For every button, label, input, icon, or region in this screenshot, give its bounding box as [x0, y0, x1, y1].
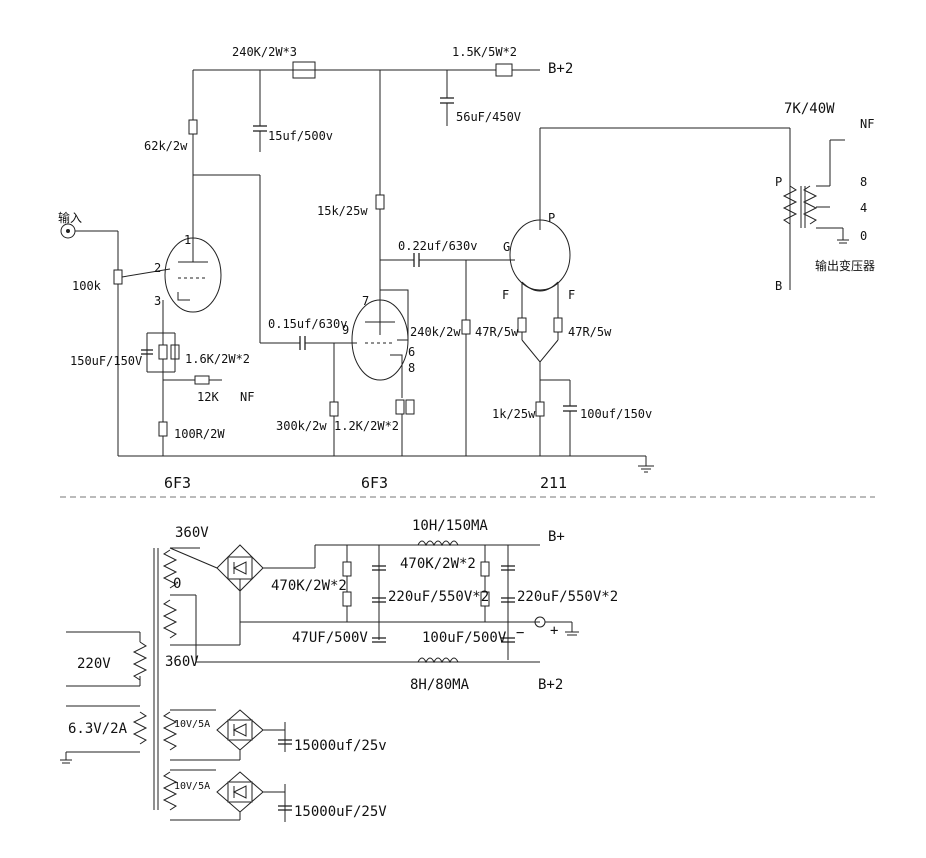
tube-label-2: 6F3 [361, 474, 388, 492]
label-240k-2w-3: 240K/2W*3 [232, 45, 297, 59]
label-10v-5a-2: 10V/5A [174, 781, 210, 792]
label-47r-left: 47R/5w [475, 325, 519, 339]
label-6-3v: 6.3V/2A [68, 721, 128, 737]
label-0v: 0 [173, 576, 181, 592]
label-15000uf-1: 15000uf/25v [294, 738, 387, 754]
label-bplus2: B+2 [538, 677, 563, 693]
label-pin-9: 9 [342, 323, 349, 337]
label-15000uf-2: 15000uF/25V [294, 804, 387, 820]
label-100uf-500v: 100uF/500V [422, 630, 507, 646]
label-100k: 100k [72, 279, 102, 293]
label-output-transformer: 输出变压器 [815, 258, 875, 273]
label-211-p: P [548, 211, 555, 225]
label-choke-8h: 8H/80MA [410, 677, 470, 693]
label-pin-7: 7 [362, 294, 369, 308]
label-56uf: 56uF/450V [456, 110, 521, 124]
label-150uf: 150uF/150V [70, 354, 142, 368]
label-470k-top: 470K/2W*2 [400, 556, 476, 572]
label-nf-right: NF [860, 117, 874, 131]
label-ot-b: B [775, 279, 782, 293]
label-100r: 100R/2W [174, 427, 225, 441]
label-1k2: 1.2K/2W*2 [334, 419, 399, 433]
label-f-right: F [568, 288, 575, 302]
label-nf-left: NF [240, 390, 254, 404]
label-0-15uf: 0.15uf/630v [268, 317, 347, 331]
label-bplus2-top: B+2 [548, 61, 573, 77]
label-220uf-left: 220uF/550V*2 [388, 589, 489, 605]
amplifier-labels: 240K/2W*3 1.5K/5W*2 B+2 56uF/450V 15uf/5… [58, 45, 875, 492]
label-240k-2w: 240k/2w [410, 325, 461, 339]
label-1k5-5w-2: 1.5K/5W*2 [452, 45, 517, 59]
power-supply-circuit [60, 540, 579, 822]
label-1k6: 1.6K/2W*2 [185, 352, 250, 366]
label-minus: − [516, 625, 524, 641]
label-211-g: G [503, 240, 510, 254]
label-pin-6: 6 [408, 345, 415, 359]
label-bplus: B+ [548, 529, 565, 545]
label-10v-5a-1: 10V/5A [174, 719, 210, 730]
amplifier-circuit [60, 61, 849, 473]
label-pin-1: 1 [184, 233, 191, 247]
label-15uf: 15uf/500v [268, 129, 333, 143]
label-pin-8: 8 [408, 361, 415, 375]
label-input: 输入 [58, 210, 82, 225]
label-220v: 220V [77, 656, 111, 672]
label-470k-left: 470K/2W*2 [271, 578, 347, 594]
label-12k: 12K [197, 390, 219, 404]
label-100uf-150v: 100uf/150v [580, 407, 652, 421]
label-300k: 300k/2w [276, 419, 327, 433]
label-47uf: 47UF/500V [292, 630, 368, 646]
label-15k: 15k/25w [317, 204, 368, 218]
label-62k: 62k/2w [144, 139, 188, 153]
label-plus: + [550, 623, 558, 639]
tube-label-1: 6F3 [164, 474, 191, 492]
label-tap-0: 0 [860, 229, 867, 243]
label-220uf-right: 220uF/550V*2 [517, 589, 618, 605]
label-pin-3: 3 [154, 294, 161, 308]
power-supply-labels: 360V 0 360V 10H/150MA B+ 470K/2W*2 470K/… [68, 518, 618, 820]
label-47r-right: 47R/5w [568, 325, 612, 339]
tube-label-3: 211 [540, 474, 567, 492]
label-pin-2: 2 [154, 261, 161, 275]
label-tap-8: 8 [860, 175, 867, 189]
label-f-left: F [502, 288, 509, 302]
label-tap-4: 4 [860, 201, 867, 215]
label-ot-rating: 7K/40W [784, 101, 835, 117]
label-1k-25w: 1k/25w [492, 407, 536, 421]
label-360v-bottom: 360V [165, 654, 199, 670]
label-0-22uf: 0.22uf/630v [398, 239, 477, 253]
label-360v-top: 360V [175, 525, 209, 541]
label-ot-p: P [775, 175, 782, 189]
label-choke-10h: 10H/150MA [412, 518, 488, 534]
